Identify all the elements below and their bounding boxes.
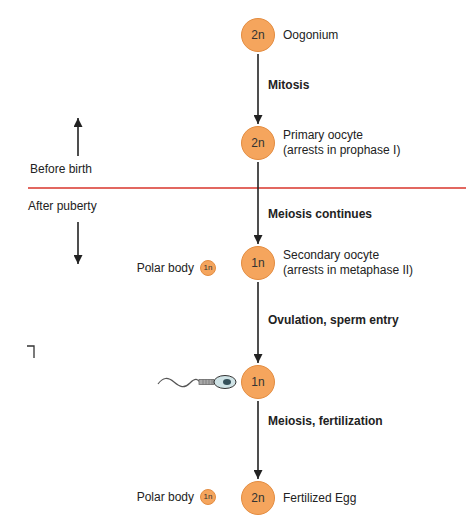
sperm-midpiece-stripes <box>203 380 212 385</box>
cell-body <box>242 482 275 515</box>
time-label: After puberty <box>28 199 97 214</box>
cell-name: Oogonium <box>283 28 443 43</box>
arrow-connector <box>257 401 259 479</box>
cell-circle: 2nOogonium <box>241 18 275 52</box>
time-arrow-up <box>77 118 79 156</box>
ploidy-label: 1n <box>241 365 275 399</box>
ploidy-label: 1n <box>200 260 216 276</box>
polar-body-circle: 1nPolar body <box>200 260 216 276</box>
arrow-connector <box>257 54 259 124</box>
process-label: Ovulation, sperm entry <box>268 313 399 328</box>
cell-circle: 2nFertilized Egg <box>241 481 275 515</box>
cell-circle: 1n <box>241 365 275 399</box>
ploidy-label: 1n <box>241 246 275 280</box>
time-label: Before birth <box>30 162 92 177</box>
process-label: Mitosis <box>268 78 309 93</box>
arrow-connector <box>257 282 259 363</box>
cell-body <box>242 247 275 280</box>
cell-name: Fertilized Egg <box>283 491 443 506</box>
cell-circle: 2nPrimary oocyte (arrests in prophase I) <box>241 126 275 160</box>
sperm-midpiece <box>199 380 214 385</box>
ploidy-label: 2n <box>241 18 275 52</box>
ploidy-label: 2n <box>241 481 275 515</box>
cell-name: Secondary oocyte (arrests in metaphase I… <box>283 248 418 278</box>
cell-body <box>201 490 216 505</box>
sperm-head <box>214 376 236 389</box>
cell-circle: 1nSecondary oocyte (arrests in metaphase… <box>241 246 275 280</box>
cell-body <box>242 366 275 399</box>
cell-body <box>242 127 275 160</box>
ploidy-label: 2n <box>241 126 275 160</box>
birth-divider-line <box>28 187 466 189</box>
polar-body-circle: 1nPolar body <box>200 489 216 505</box>
cell-body <box>242 19 275 52</box>
cell-name: Polar body <box>137 490 194 505</box>
sperm-tail <box>158 378 200 386</box>
sperm-nucleus <box>223 379 231 385</box>
cell-body <box>201 261 216 276</box>
ploidy-label: 1n <box>200 489 216 505</box>
arrow-connector <box>257 162 259 244</box>
process-label: Meiosis continues <box>268 207 372 222</box>
sperm-illustration <box>158 376 236 389</box>
stray-mark <box>27 346 34 358</box>
cell-name: Primary oocyte (arrests in prophase I) <box>283 128 404 158</box>
cell-name: Polar body <box>137 261 194 276</box>
time-arrow-down <box>77 222 79 264</box>
process-label: Meiosis, fertilization <box>268 414 383 429</box>
